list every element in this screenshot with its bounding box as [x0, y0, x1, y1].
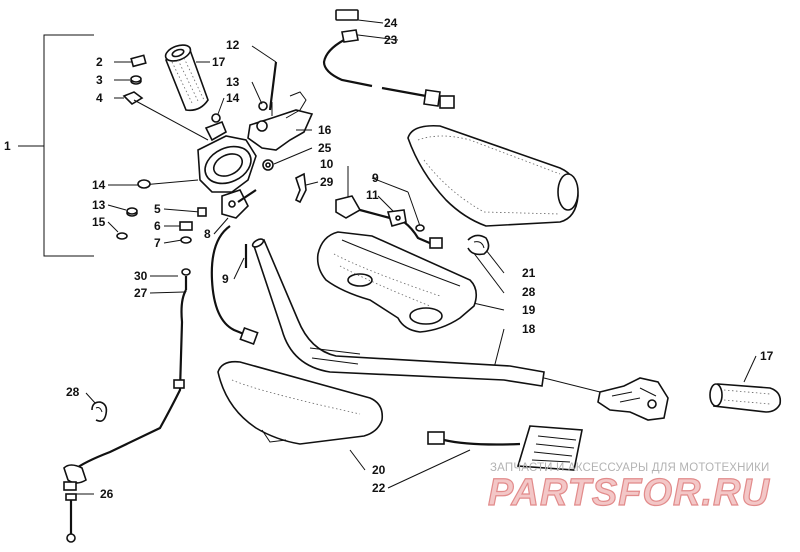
label-27: 27: [134, 286, 148, 300]
label-28-left: 28: [66, 385, 80, 399]
pad-21: [407, 124, 579, 227]
label-15: 15: [92, 215, 106, 229]
callout-labels: 1 2 3 4 5 6 7 8 9 9 10 11 12 13 13 14 14…: [4, 16, 774, 501]
label-25: 25: [318, 141, 332, 155]
clip-28-left: [91, 401, 108, 422]
label-1: 1: [4, 139, 11, 153]
label-18: 18: [522, 322, 536, 336]
control-housing: [247, 61, 314, 171]
label-13-upper: 13: [226, 75, 240, 89]
label-8: 8: [204, 227, 211, 241]
label-12: 12: [226, 38, 240, 52]
left-hand-grip: [164, 44, 209, 112]
label-17-right: 17: [760, 349, 774, 363]
label-20: 20: [372, 463, 386, 477]
watermark-logo: PARTSFOR.RU: [488, 472, 770, 514]
switch-housing: [197, 113, 257, 219]
label-9-upper: 9: [372, 171, 379, 185]
label-2: 2: [96, 55, 103, 69]
label-29: 29: [320, 175, 334, 189]
label-14-upper: 14: [226, 91, 240, 105]
label-9-lower: 9: [222, 272, 229, 286]
label-30: 30: [134, 269, 148, 283]
switch-wire: [210, 225, 259, 346]
label-17-left: 17: [212, 55, 226, 69]
label-21: 21: [522, 266, 536, 280]
throttle-assembly: [597, 377, 669, 421]
label-28-right: 28: [522, 285, 536, 299]
assembly-bracket: [18, 34, 94, 257]
label-14-lower: 14: [92, 178, 106, 192]
label-7: 7: [154, 236, 161, 250]
label-10: 10: [320, 157, 334, 171]
watermark: ЗАПЧАСТИ И АКСЕССУАРЫ ДЛЯ МОТОТЕХНИКИ PA…: [487, 462, 770, 515]
label-26: 26: [100, 487, 114, 501]
right-hand-grip: [709, 383, 782, 413]
label-24: 24: [384, 16, 398, 30]
label-11: 11: [366, 188, 379, 202]
label-13-lower: 13: [92, 198, 106, 212]
throttle-cable: [63, 268, 191, 543]
left-fasteners: [116, 179, 248, 268]
handlebar: [251, 238, 545, 387]
clip-28-right: [467, 234, 490, 256]
label-5: 5: [154, 202, 161, 216]
small-hardware-2-3-4: [122, 54, 147, 106]
wire-harness-23-24: [322, 9, 455, 109]
watermark-tagline: ЗАПЧАСТИ И АКСЕССУАРЫ ДЛЯ МОТОТЕХНИКИ: [490, 462, 770, 474]
leader-lines: [72, 19, 757, 495]
pad-20: [217, 360, 384, 445]
label-16: 16: [318, 123, 332, 137]
label-3: 3: [96, 73, 103, 87]
label-4: 4: [96, 91, 103, 105]
heater-element-22: [427, 425, 583, 471]
label-19: 19: [522, 303, 536, 317]
pad-19: [316, 231, 478, 333]
throttle-leader: [543, 377, 601, 393]
label-23: 23: [384, 33, 398, 47]
label-6: 6: [154, 219, 161, 233]
label-22: 22: [372, 481, 386, 495]
connector-10-11: [335, 195, 443, 249]
clip-29: [294, 172, 307, 204]
